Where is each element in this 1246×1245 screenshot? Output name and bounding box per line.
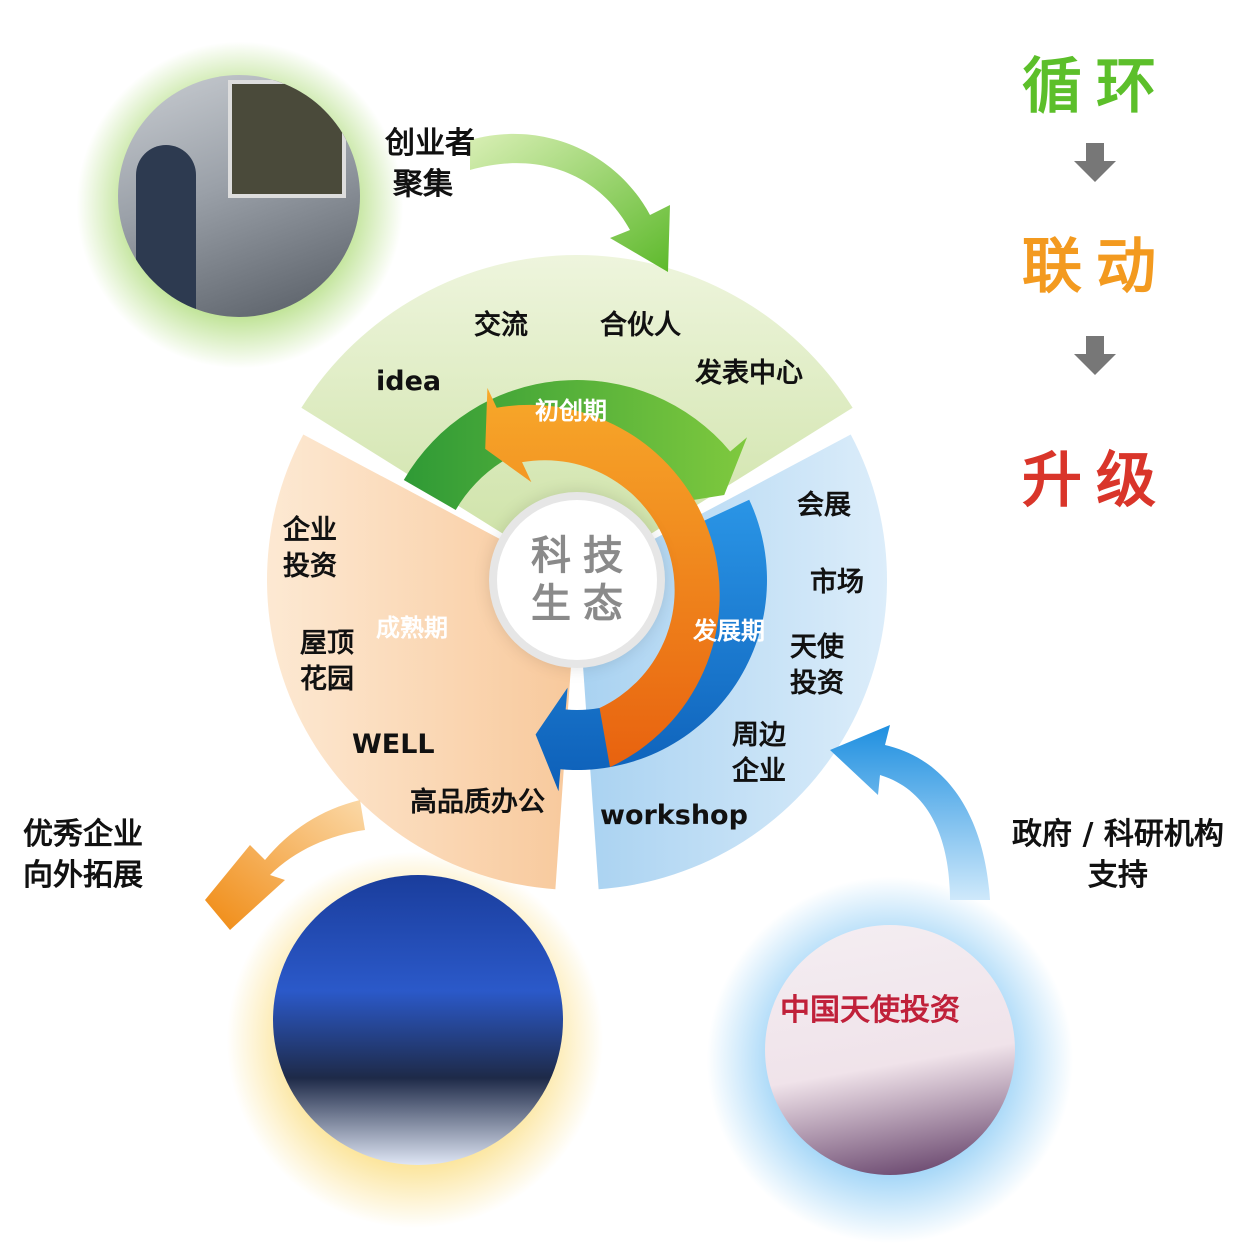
founders-inflow-arrow [470, 133, 670, 272]
initial-item-partner: 合伙人 [600, 310, 681, 341]
government-line2: 支持 [1087, 857, 1148, 893]
flow-step-upgrade: 升级 [1022, 446, 1170, 516]
initial-stage-label: 初创期 [535, 397, 607, 425]
initial-item-idea: idea [376, 366, 442, 397]
expansion-outflow-arrow [205, 800, 365, 930]
dev-item-market: 市场 [810, 567, 864, 598]
mature-cycle-arrow [485, 387, 720, 768]
dev-stage-label: 发展期 [693, 617, 765, 645]
mature-item-corporate-investment: 企业投资 [283, 515, 337, 583]
center-circle: 科技 生态 [497, 500, 657, 660]
center-text-line1: 科技 [531, 533, 635, 579]
founders-line2: 聚集 [393, 166, 453, 202]
founders-line1: 创业者 [385, 126, 475, 161]
angel-investment-photo: 中国天使投资 [765, 925, 1015, 1175]
expansion-line2: 向外拓展 [23, 857, 143, 893]
mature-item-quality-office: 高品质办公 [410, 787, 545, 818]
flow-step-cycle: 循环 [1022, 52, 1170, 122]
dev-item-nearby-companies: 周边企业 [732, 720, 786, 788]
founder-presentation-photo [118, 75, 360, 317]
government-label: 政府 / 科研机构 支持 [1012, 815, 1224, 896]
mature-item-well: WELL [352, 729, 435, 760]
dev-item-workshop: workshop [600, 800, 748, 831]
founders-label: 创业者 聚集 [385, 124, 475, 205]
dev-item-angel-investment: 天使投资 [790, 632, 844, 700]
mature-stage-label: 成熟期 [376, 614, 448, 642]
flow-step-link: 联动 [1022, 232, 1170, 302]
mature-stage-sector [267, 434, 573, 890]
dev-item-exhibition: 会展 [797, 490, 851, 521]
nasdaq-listing-photo [273, 875, 563, 1165]
center-text-line2: 生态 [531, 581, 635, 627]
initial-item-exchange: 交流 [474, 310, 528, 341]
government-line1: 政府 / 科研机构 [1012, 817, 1224, 852]
mature-item-roof-garden: 屋顶花园 [300, 628, 354, 696]
government-inflow-arrow [830, 725, 990, 900]
initial-item-launch-center: 发表中心 [695, 358, 803, 389]
expansion-line1: 优秀企业 [23, 817, 143, 852]
expansion-label: 优秀企业 向外拓展 [23, 815, 143, 896]
